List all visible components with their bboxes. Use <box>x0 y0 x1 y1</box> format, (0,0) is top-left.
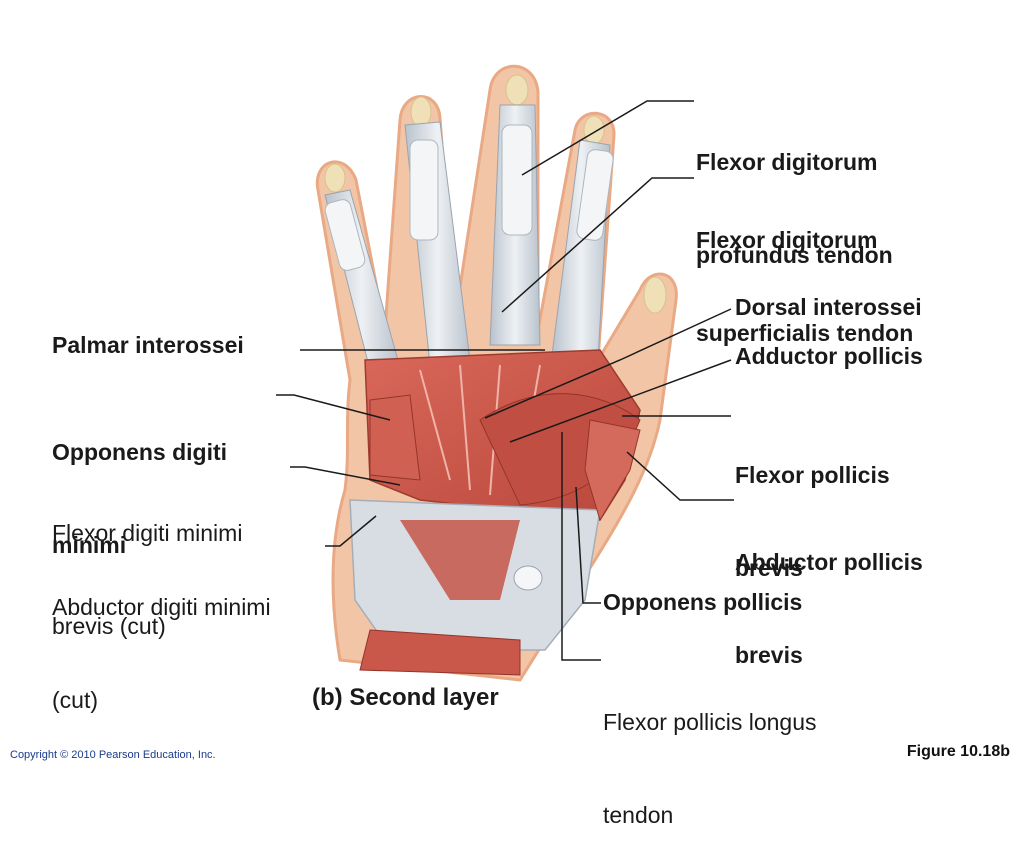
label-line: Abductor digiti minimi <box>52 594 271 620</box>
label-flexor-digitorum-superficialis-tendon: Flexor digitorum superficialis tendon <box>696 163 913 380</box>
label-line: Flexor digiti minimi <box>52 520 243 546</box>
label-opponens-pollicis: Opponens pollicis <box>603 589 803 615</box>
figure-caption: (b) Second layer <box>312 684 499 711</box>
label-abductor-digiti-minimi-cut: Abductor digiti minimi (cut) <box>52 530 271 747</box>
label-line: brevis <box>735 555 803 581</box>
label-dorsal-interossei: Dorsal interossei <box>735 294 922 320</box>
label-line: minimi <box>52 532 127 558</box>
label-opponens-digiti-minimi: Opponens digiti minimi <box>52 375 227 592</box>
wrist-structures <box>349 419 641 676</box>
copyright-notice: Copyright © 2010 Pearson Education, Inc. <box>10 749 216 761</box>
label-line: Flexor digitorum <box>696 227 878 253</box>
label-flexor-pollicis-longus-tendon: Flexor pollicis longus tendon <box>603 645 816 862</box>
figure-number: Figure 10.18b <box>906 743 1010 760</box>
label-line: profundus tendon <box>696 242 893 268</box>
label-line: superficialis tendon <box>696 320 914 346</box>
label-abductor-pollicis-brevis: Abductor pollicis brevis <box>735 485 923 702</box>
label-flexor-digitorum-profundus-tendon: Flexor digitorum profundus tendon <box>696 85 893 302</box>
label-line: Flexor pollicis <box>735 462 890 488</box>
label-line: Abductor pollicis <box>735 549 923 575</box>
finger-bones <box>324 74 667 314</box>
label-flexor-pollicis-brevis: Flexor pollicis brevis <box>735 398 890 615</box>
label-line: (cut) <box>52 687 98 713</box>
label-line: brevis (cut) <box>52 613 166 639</box>
label-flexor-digiti-minimi-brevis-cut: Flexor digiti minimi brevis (cut) <box>52 456 242 673</box>
label-line: Flexor digitorum <box>696 149 878 175</box>
label-palmar-interossei: Palmar interossei <box>52 332 244 358</box>
label-line: brevis <box>735 642 803 668</box>
label-line: tendon <box>603 802 674 828</box>
label-adductor-pollicis: Adductor pollicis <box>735 343 923 369</box>
tendon-sheaths <box>324 124 614 271</box>
hand-anatomy-illustration <box>276 64 734 682</box>
label-line: Flexor pollicis longus <box>603 709 817 735</box>
leader-lines <box>276 100 734 661</box>
label-line: Opponens digiti <box>52 439 228 465</box>
